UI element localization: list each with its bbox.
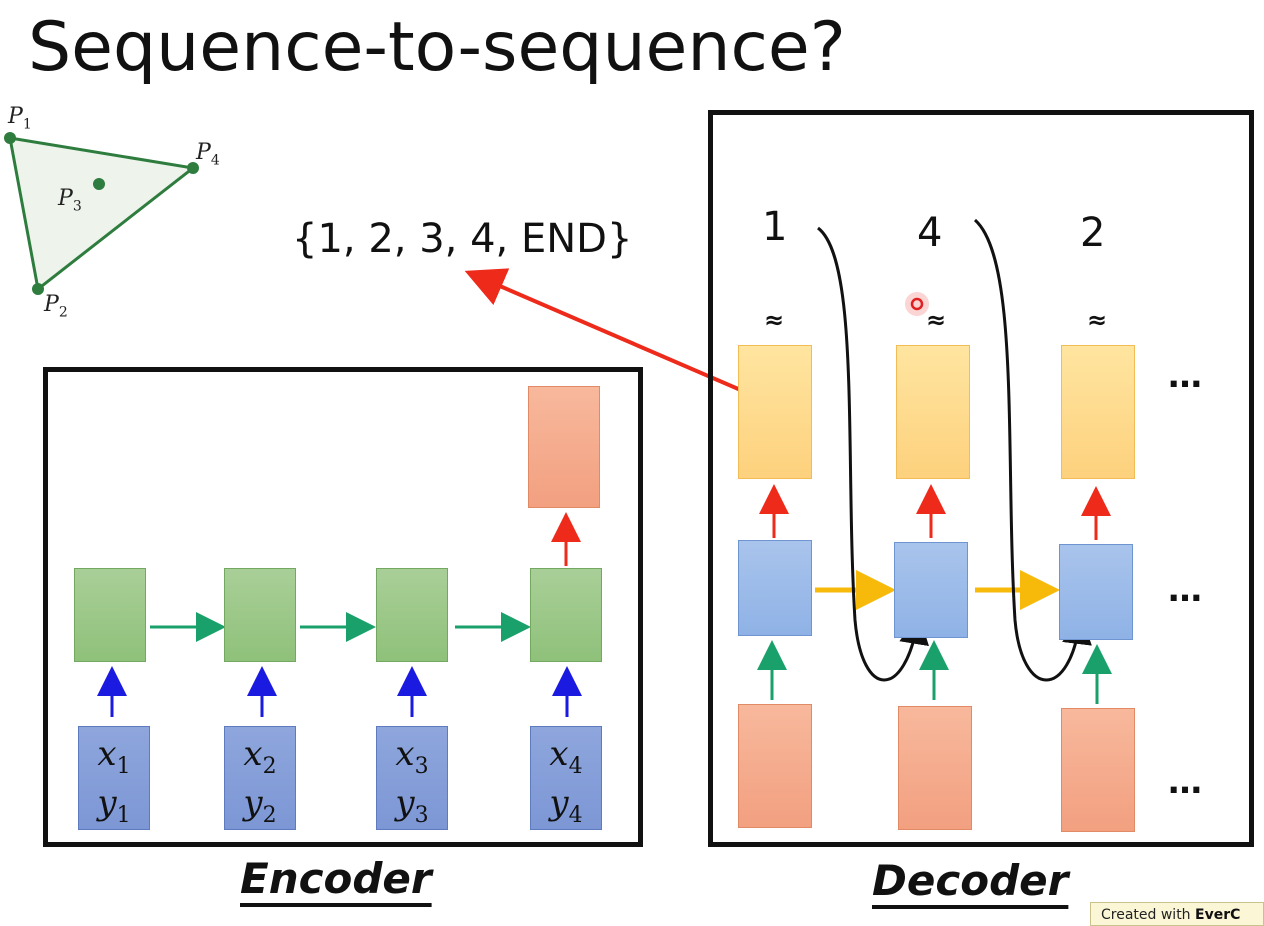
encoder-output-block (528, 386, 600, 508)
encoder-hidden-3 (376, 568, 448, 662)
encoder-frame (43, 367, 643, 847)
decoder-ellipsis-top: … (1168, 356, 1202, 396)
decoder-output-1: 1 (762, 204, 788, 250)
decoder-tilde-3: ≈ (1087, 306, 1108, 334)
encoder-arrows (97, 512, 582, 717)
encoder-hidden-1 (74, 568, 146, 662)
slide-title: Sequence-to-sequence? (28, 8, 846, 87)
decoder-hidden-1 (738, 540, 812, 636)
point-p4 (187, 162, 199, 174)
output-set-label: {1, 2, 3, 4, END} (292, 216, 633, 262)
label-p2: P2 (44, 292, 68, 321)
encoder-input-3 (376, 726, 448, 830)
label-p4: P4 (196, 140, 220, 169)
decoder-tilde-2: ≈ (926, 306, 947, 334)
point-p3 (93, 178, 105, 190)
watermark-badge: Created with EverC (1090, 902, 1264, 926)
decoder-hidden-2 (894, 542, 968, 638)
triangle-shape (8, 136, 197, 292)
decoder-output-2: 4 (917, 210, 943, 256)
cursor-glow (905, 292, 929, 316)
label-p3: P3 (58, 186, 82, 215)
encoder-hidden-4 (530, 568, 602, 662)
decoder-arrows (757, 218, 1112, 704)
decoder-hidden-3 (1059, 544, 1133, 640)
encoder-input-4 (530, 726, 602, 830)
encoder-input-2 (224, 726, 296, 830)
feedback-curve-1 (817, 226, 929, 682)
decoder-tilde-1: ≈ (764, 306, 785, 334)
decoder-output-block-2 (896, 345, 970, 479)
decoder-input-1 (738, 704, 812, 828)
decoder-input-2 (898, 706, 972, 830)
pointer-arrow (464, 268, 774, 406)
decoder-frame (708, 110, 1254, 847)
decoder-output-block-1 (738, 345, 812, 479)
encoder-caption: Encoder (240, 854, 432, 903)
label-p1: P1 (8, 104, 32, 133)
point-p2 (32, 283, 44, 295)
point-p1 (4, 132, 16, 144)
encoder-input-1 (78, 726, 150, 830)
decoder-caption: Decoder (872, 856, 1069, 905)
encoder-hidden-2 (224, 568, 296, 662)
decoder-input-3 (1061, 708, 1135, 832)
decoder-ellipsis-bottom: … (1168, 762, 1202, 802)
decoder-ellipsis-middle: … (1168, 570, 1202, 610)
decoder-output-3: 2 (1080, 210, 1106, 256)
feedback-curve-2 (974, 218, 1092, 682)
decoder-output-block-3 (1061, 345, 1135, 479)
cursor-dot (910, 297, 924, 311)
